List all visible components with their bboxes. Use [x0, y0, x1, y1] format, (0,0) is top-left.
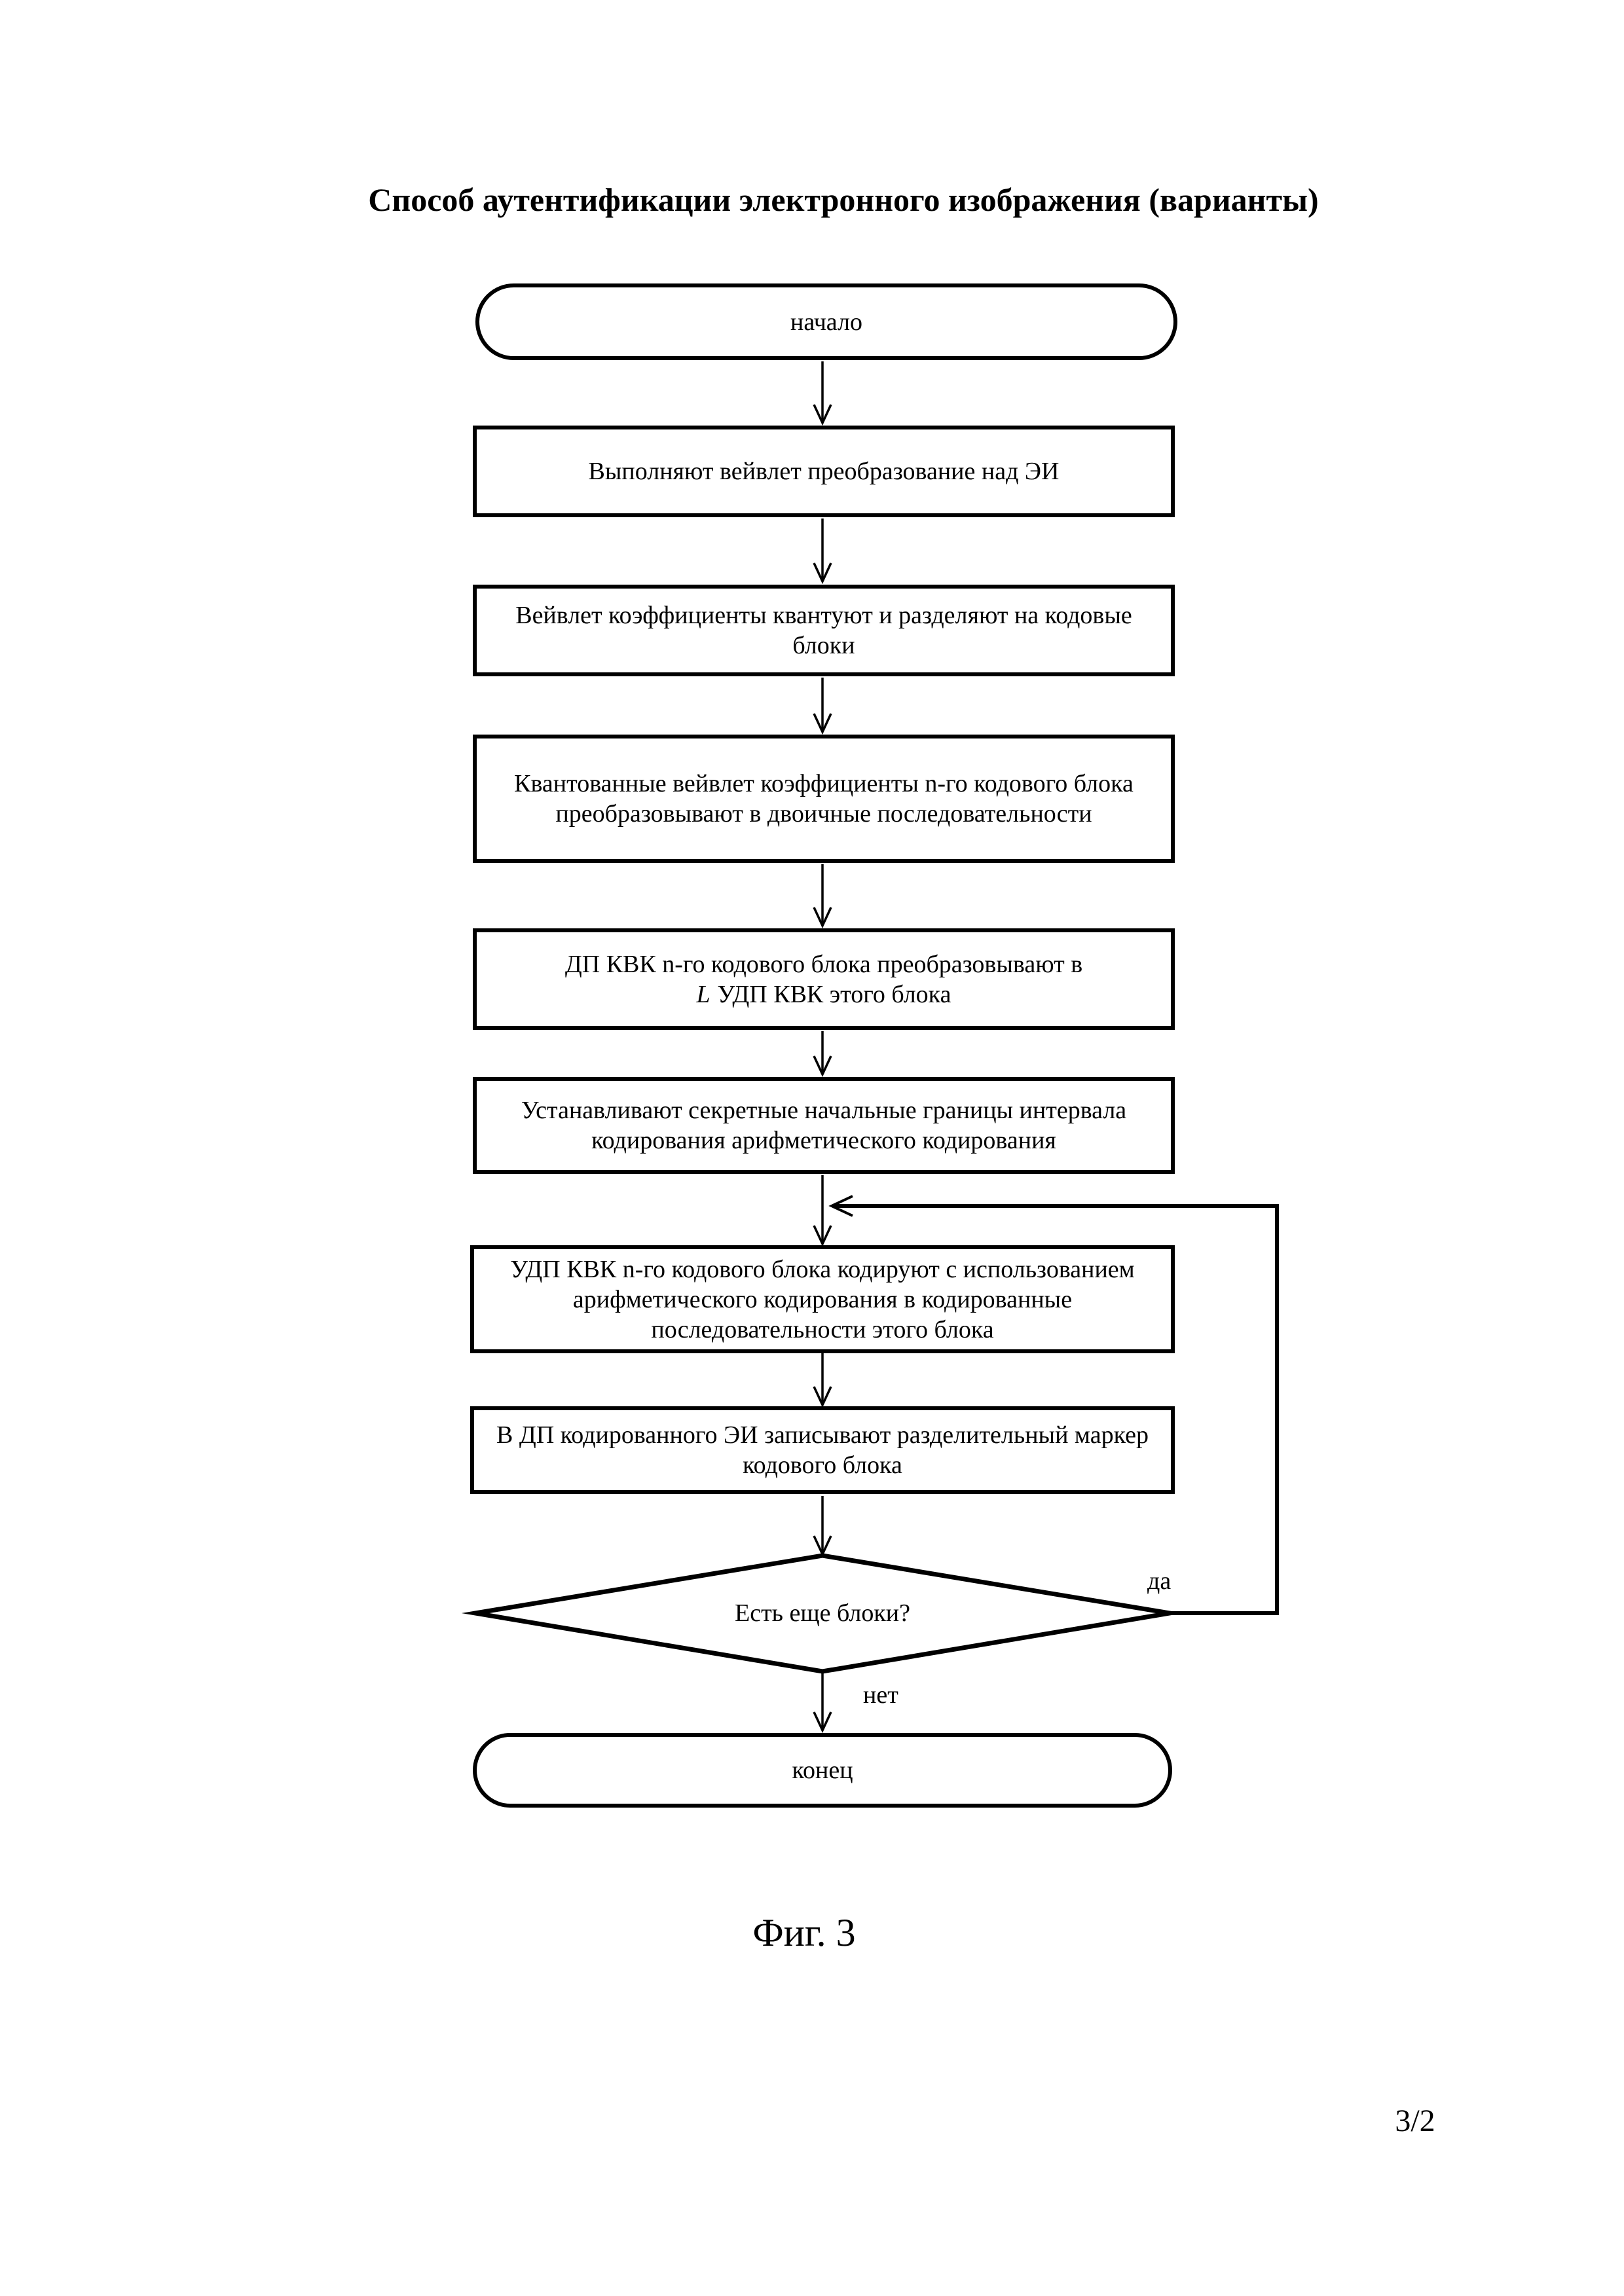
yes-edge-label: да [1147, 1567, 1172, 1595]
end-terminal: конец [473, 1733, 1172, 1808]
no-edge-label: нет [863, 1681, 898, 1709]
step-3-binary-sequences-box: Квантованные вейвлет коэффициенты n-го к… [473, 735, 1175, 863]
arrow-step1-to-step2 [813, 519, 832, 585]
terminal-label: начало [790, 308, 862, 336]
step-text-line: В ДП кодированного ЭИ записывают раздели… [496, 1421, 1149, 1449]
step-4-udp-kvk-box: ДП КВК n-го кодового блока преобразовыва… [473, 928, 1175, 1030]
decision-more-blocks-question: Есть еще блоки? [734, 1599, 911, 1627]
step-2-quantize-split-box: Вейвлет коэффициенты квантуют и разделяю… [473, 585, 1175, 676]
start-terminal: начало [475, 283, 1177, 360]
step-text-line: кодирования арифметического кодирования [591, 1127, 1056, 1154]
arrow-decision-to-end [813, 1673, 832, 1734]
step-1-wavelet-transform-box: Выполняют вейвлет преобразование над ЭИ [473, 426, 1175, 517]
step-text-line: Устанавливают секретные начальные границ… [521, 1097, 1127, 1124]
step-text-line: Выполняют вейвлет преобразование над ЭИ [588, 458, 1060, 485]
arrow-start-to-step1 [813, 361, 832, 426]
step-text-line: преобразовывают в двоичные последователь… [555, 800, 1092, 828]
arrow-step6-to-step7 [813, 1353, 832, 1408]
arrow-step4-to-step5 [813, 1031, 832, 1078]
step-text-line: блоки [792, 632, 855, 659]
step-text-line: кодового блока [743, 1451, 902, 1479]
decision-diamond [461, 1553, 1184, 1674]
step-7-separator-marker-box: В ДП кодированного ЭИ записывают раздели… [470, 1406, 1175, 1494]
arrow-step7-to-decision [813, 1496, 832, 1558]
arrow-step5-to-step6 [813, 1175, 832, 1247]
page-number: 3/2 [1395, 2104, 1435, 2138]
step-text-line: УДП КВК n-го кодового блока кодируют с и… [510, 1255, 1135, 1283]
math-symbol-L: L [696, 980, 710, 1008]
step-text-rest: УДП КВК этого блока [717, 980, 951, 1008]
arrow-step3-to-step4 [813, 864, 832, 929]
step-text-line: Квантованные вейвлет коэффициенты n-го к… [514, 770, 1134, 797]
step-5-secret-bounds-box: Устанавливают секретные начальные границ… [473, 1077, 1175, 1174]
figure-title: Способ аутентификации электронного изобр… [368, 181, 1319, 218]
step-text-line: ДП КВК n-го кодового блока преобразовыва… [564, 950, 1083, 978]
step-text-line: Вейвлет коэффициенты квантуют и разделяю… [515, 602, 1132, 629]
step-text-line: последовательности этого блока [651, 1315, 994, 1343]
figure-caption: Фиг. 3 [752, 1911, 856, 1954]
arrow-step2-to-step3 [813, 678, 832, 735]
terminal-label: конец [792, 1757, 853, 1784]
step-6-arithmetic-encode-box: УДП КВК n-го кодового блока кодируют с и… [470, 1245, 1175, 1353]
loop-feedback-path [828, 1195, 1279, 1615]
step-text-line: арифметического кодирования в кодированн… [572, 1285, 1073, 1313]
